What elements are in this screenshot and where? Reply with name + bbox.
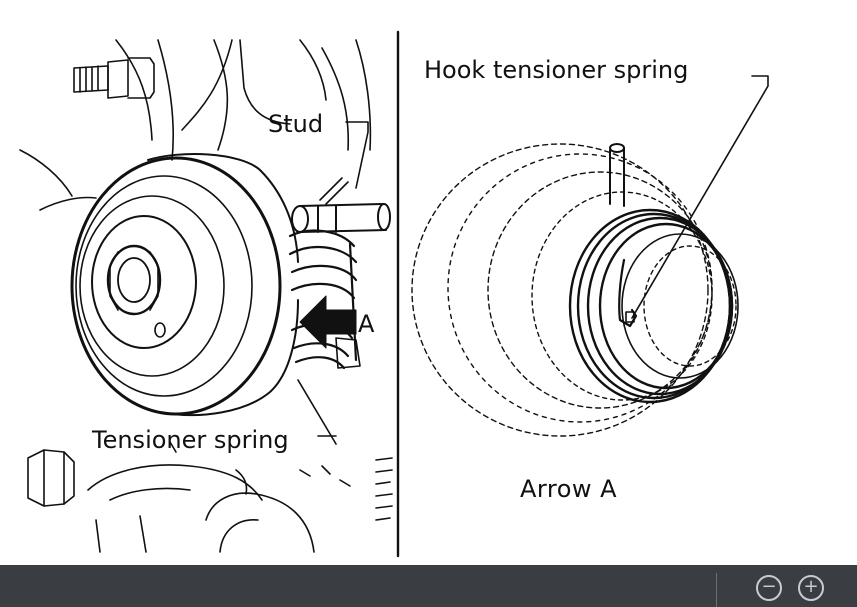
stud-label: Stud	[268, 110, 324, 138]
arrow-a-view-caption: Arrow A	[520, 475, 618, 503]
stud-leader-line	[345, 121, 369, 189]
zoom-out-icon: −	[761, 576, 777, 597]
idler-pulley	[70, 153, 337, 445]
zoom-in-button[interactable]: +	[798, 575, 824, 601]
zoom-in-icon: +	[803, 576, 819, 597]
arrow-a-label: A	[358, 310, 375, 338]
zoom-out-button[interactable]: −	[756, 575, 782, 601]
engine-background-sketch	[19, 39, 393, 553]
hook-leader-line	[631, 75, 769, 319]
toolbar-divider	[716, 573, 717, 607]
stud	[291, 177, 391, 233]
arrow-a-view	[411, 143, 739, 437]
hook-tensioner-spring-label: Hook tensioner spring	[424, 56, 689, 84]
tensioner-spring-label: Tensioner spring	[92, 426, 289, 454]
tensioner-diagram	[19, 30, 769, 558]
arrow-a-indicator	[299, 295, 357, 349]
viewer-toolbar: − +	[0, 565, 857, 607]
